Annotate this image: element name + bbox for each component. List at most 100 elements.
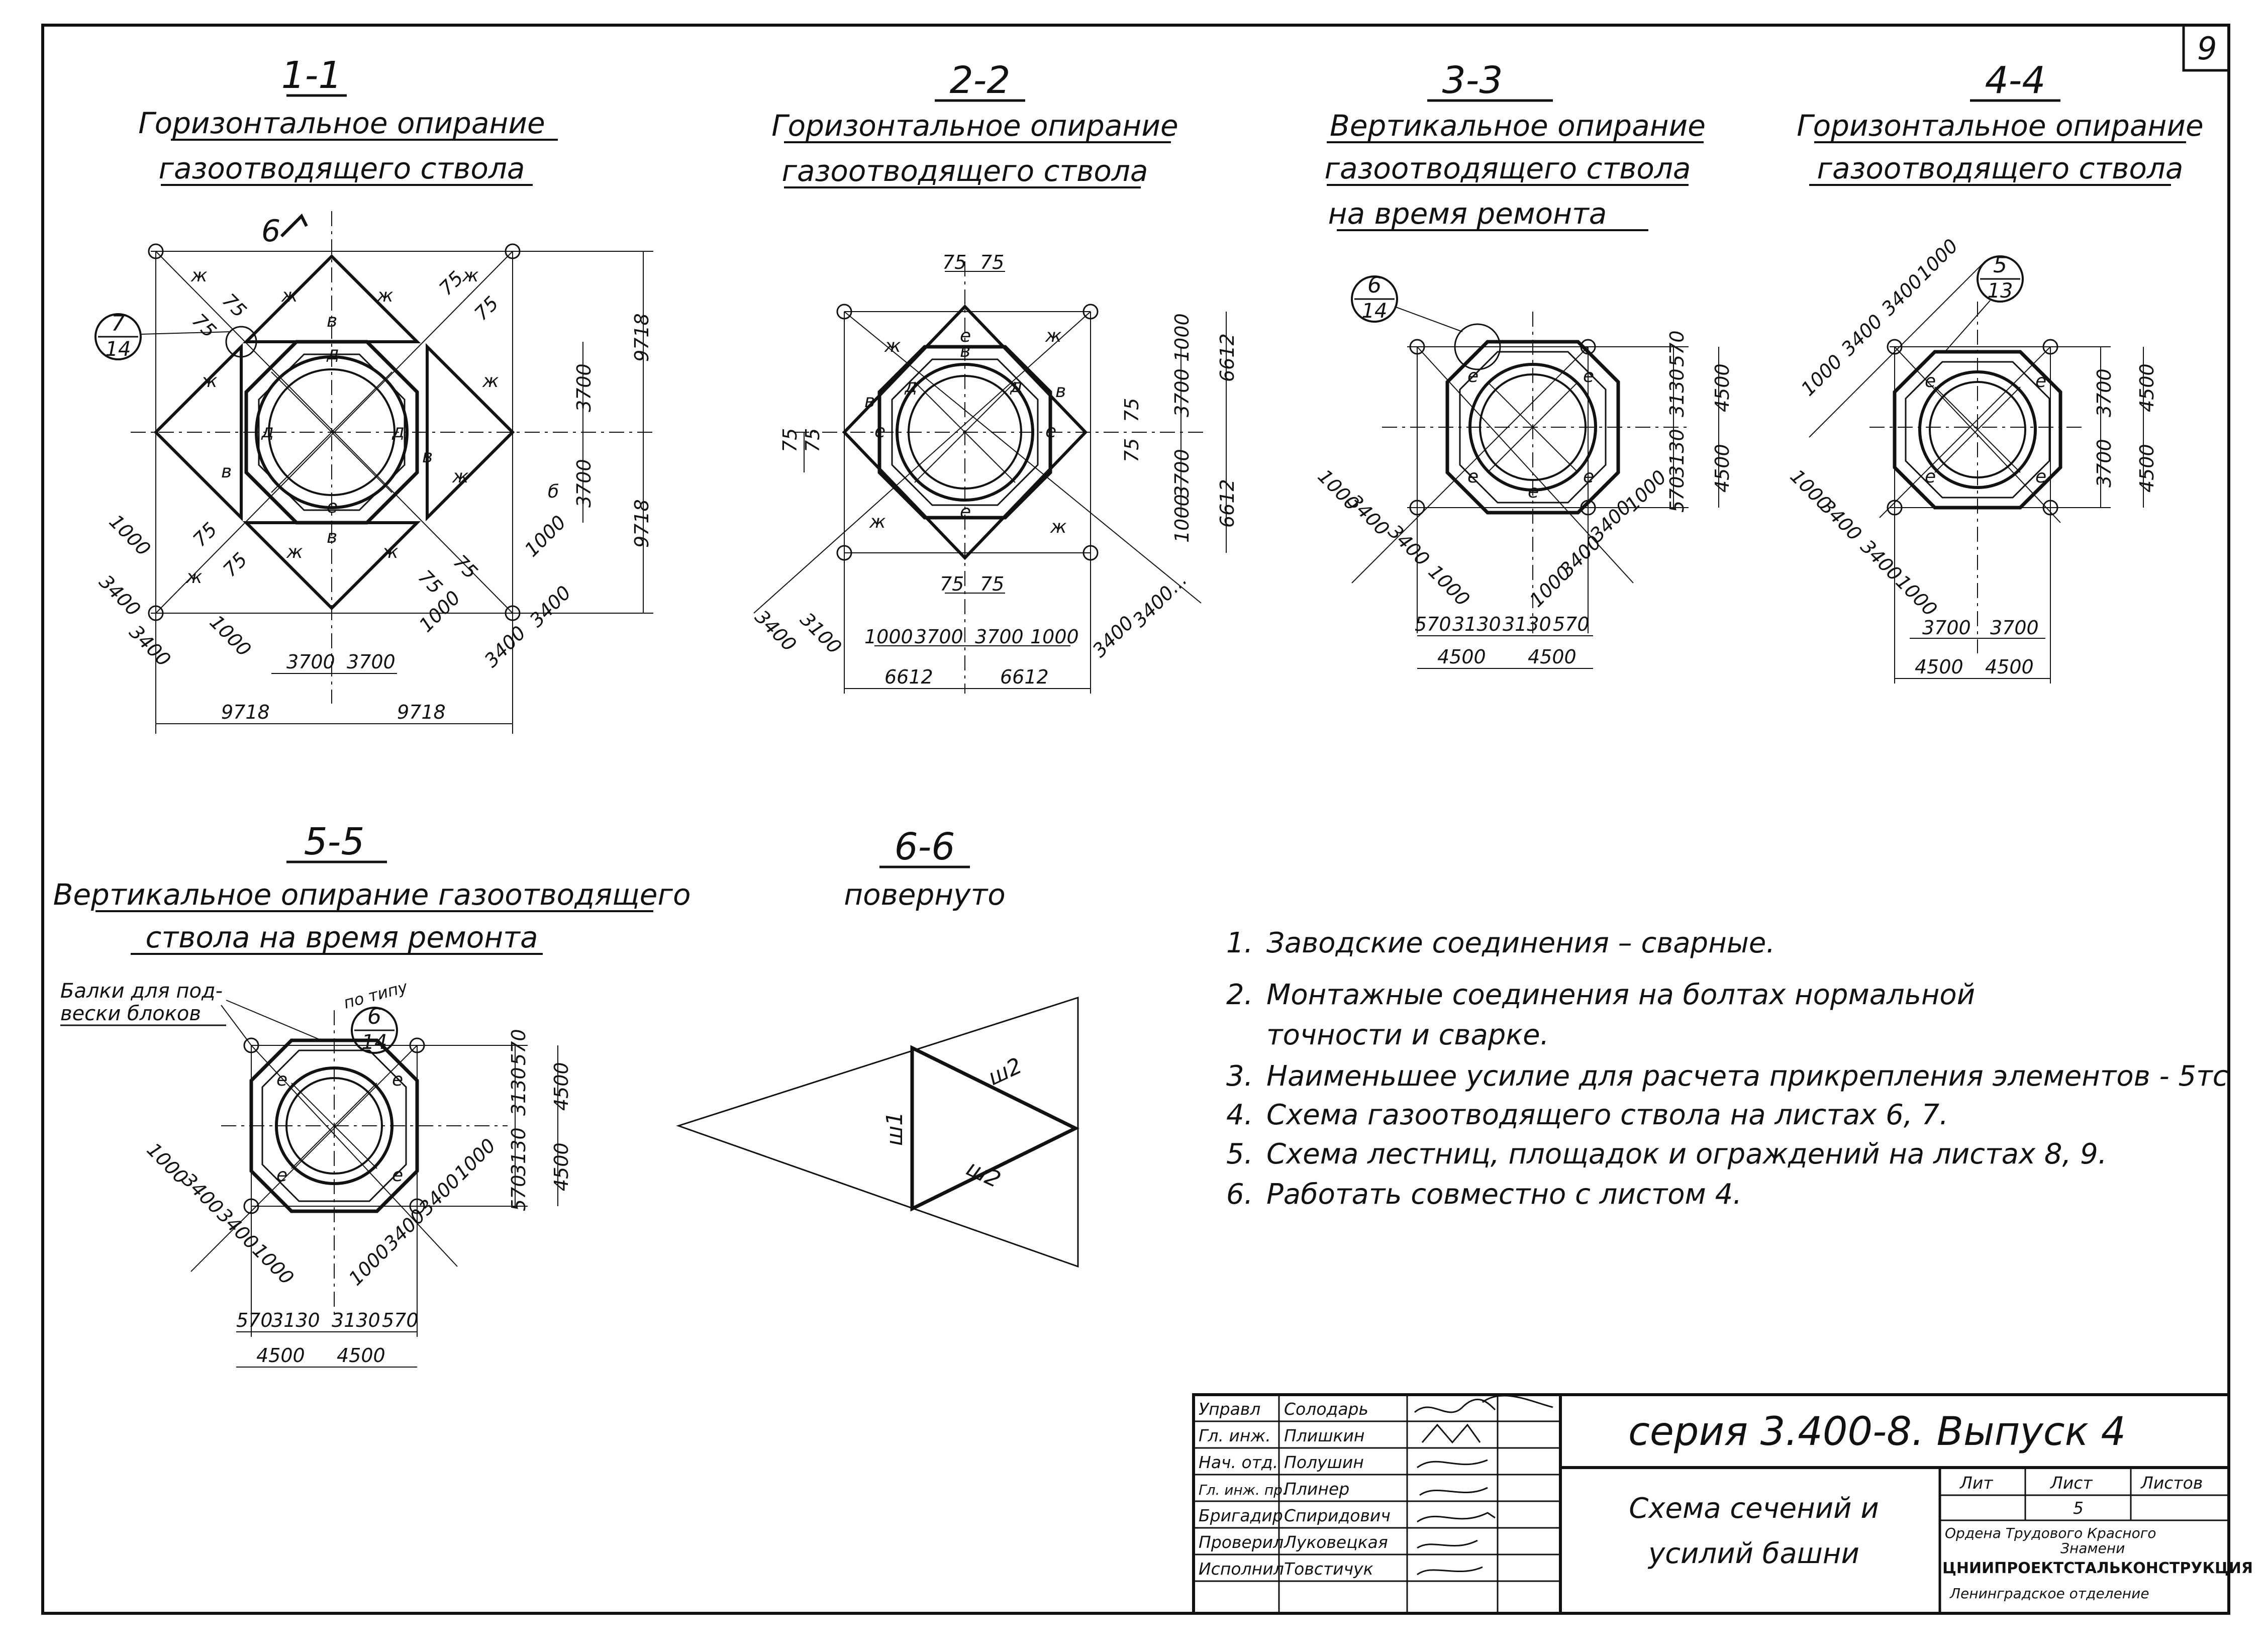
series-title: серия 3.400-8. Выпуск 4 bbox=[1628, 1409, 2126, 1454]
member-label-w1: ш1 bbox=[882, 1112, 908, 1146]
beam-callout: Балки для под- вески блоков bbox=[60, 980, 322, 1046]
plan-drawing bbox=[1809, 261, 2144, 684]
dimension-labels: 4500 4500 3700 3700 4500 4500 3700 3700 … bbox=[1786, 235, 2158, 678]
svg-text:9718: 9718 bbox=[397, 701, 446, 723]
svg-text:в: в bbox=[1055, 381, 1066, 402]
svg-text:в: в bbox=[422, 446, 433, 467]
section-3-3: 3-3 Вертикальное опирание газоотводящего… bbox=[1314, 59, 1733, 669]
svg-text:570: 570 bbox=[1666, 330, 1688, 367]
svg-text:4500: 4500 bbox=[2136, 444, 2158, 493]
svg-text:4500: 4500 bbox=[1711, 444, 1733, 493]
svg-text:е: е bbox=[960, 502, 971, 522]
member-label-w2: ш2 bbox=[962, 1155, 1004, 1193]
person-name: Спиридович bbox=[1284, 1506, 1391, 1525]
svg-text:75: 75 bbox=[802, 428, 824, 452]
svg-text:4500: 4500 bbox=[256, 1344, 305, 1367]
svg-text:3700: 3700 bbox=[2093, 439, 2115, 488]
plan-drawing bbox=[753, 261, 1227, 694]
svg-text:3700: 3700 bbox=[1922, 617, 1971, 639]
section-caption-line: ствола на время ремонта bbox=[145, 920, 538, 954]
svg-text:д: д bbox=[904, 376, 917, 397]
svg-text:в: в bbox=[864, 391, 875, 412]
svg-text:1000: 1000 bbox=[520, 511, 570, 561]
svg-text:ж: ж bbox=[452, 466, 469, 487]
section-title: 2-2 bbox=[950, 59, 1011, 102]
svg-text:ж: ж bbox=[376, 285, 393, 306]
svg-text:3700: 3700 bbox=[2093, 368, 2115, 417]
signatures bbox=[1414, 1395, 1553, 1576]
svg-text:б: б bbox=[548, 481, 559, 502]
svg-text:е: е bbox=[392, 1070, 403, 1090]
note-text: Монтажные соединения на болтах нормально… bbox=[1266, 979, 1975, 1011]
svg-text:3130: 3130 bbox=[1666, 368, 1688, 417]
note-text: Заводские соединения – сварные. bbox=[1266, 927, 1775, 959]
person-name: Плишкин bbox=[1284, 1426, 1365, 1445]
svg-text:в: в bbox=[960, 341, 970, 361]
organization-line: Знамени bbox=[2060, 1540, 2125, 1557]
svg-text:1000: 1000 bbox=[450, 1134, 500, 1185]
svg-text:3400: 3400 bbox=[1384, 520, 1434, 570]
svg-text:4500: 4500 bbox=[1711, 363, 1733, 412]
svg-text:570: 570 bbox=[236, 1309, 273, 1331]
section-title: 1-1 bbox=[281, 54, 342, 97]
svg-text:75: 75 bbox=[188, 309, 221, 342]
plan-drawing bbox=[131, 211, 653, 734]
section-caption-line: газоотводящего ствола bbox=[1817, 151, 2184, 185]
plan-drawing bbox=[1351, 312, 1719, 669]
svg-text:3700: 3700 bbox=[573, 363, 595, 412]
svg-text:75: 75 bbox=[219, 548, 251, 581]
role-label: Проверил bbox=[1199, 1532, 1284, 1552]
svg-text:в: в bbox=[327, 527, 337, 547]
svg-text:3100: 3100 bbox=[796, 608, 846, 658]
organization-line: ЦНИИПРОЕКТСТАЛЬКОНСТРУКЦИЯ bbox=[1942, 1560, 2253, 1577]
organization-line: Ленинградское отделение bbox=[1949, 1585, 2149, 1602]
svg-text:в: в bbox=[327, 311, 337, 331]
view-arrow-label: 6 bbox=[261, 214, 280, 249]
svg-text:е: е bbox=[1528, 481, 1539, 502]
document-title-line: Схема сечений и bbox=[1629, 1492, 1879, 1525]
section-caption-line: газоотводящего ствола bbox=[782, 154, 1148, 188]
person-name: Полушин bbox=[1284, 1452, 1364, 1472]
role-label: Гл. инж. пр. bbox=[1199, 1482, 1287, 1498]
note-number: 5. bbox=[1226, 1138, 1253, 1171]
note-number: 6. bbox=[1226, 1178, 1253, 1211]
approval-rows: Управл Солодарь Гл. инж. Плишкин Нач. от… bbox=[1199, 1399, 1391, 1579]
svg-text:е: е bbox=[1925, 371, 1936, 392]
svg-text:3400: 3400 bbox=[1344, 490, 1394, 540]
svg-text:570: 570 bbox=[1415, 613, 1451, 635]
svg-text:3700: 3700 bbox=[1990, 617, 2039, 639]
svg-text:е: е bbox=[2035, 371, 2046, 392]
title-block: Управл Солодарь Гл. инж. Плишкин Нач. от… bbox=[1192, 1393, 2253, 1615]
svg-text:3400: 3400 bbox=[1877, 270, 1927, 320]
svg-text:6612: 6612 bbox=[1216, 333, 1238, 382]
svg-text:ж: ж bbox=[381, 542, 399, 562]
section-6-6: 6-6 повернуто ш1 ш2 ш2 bbox=[676, 825, 1079, 1268]
svg-text:4500: 4500 bbox=[1915, 656, 1963, 678]
section-caption-line: Горизонтальное опирание bbox=[771, 109, 1178, 143]
sheet-frame bbox=[41, 24, 2230, 1615]
svg-text:75: 75 bbox=[470, 292, 503, 325]
svg-text:9718: 9718 bbox=[221, 701, 270, 723]
svg-text:1000: 1000 bbox=[1797, 350, 1847, 401]
ref-numerator: 7 bbox=[111, 311, 125, 336]
sheet-label: Лист bbox=[2050, 1473, 2093, 1493]
svg-text:1000: 1000 bbox=[1912, 235, 1962, 285]
svg-text:570: 570 bbox=[1666, 476, 1688, 513]
svg-text:3700: 3700 bbox=[286, 651, 335, 673]
document-title-line: усилий башни bbox=[1647, 1537, 1859, 1570]
svg-text:е: е bbox=[2035, 466, 2046, 487]
svg-text:е: е bbox=[1583, 466, 1594, 487]
svg-text:е: е bbox=[1467, 466, 1478, 487]
svg-text:3700: 3700 bbox=[1171, 449, 1193, 498]
section-title: 6-6 bbox=[895, 825, 955, 868]
general-notes: 1. Заводские соединения – сварные. 2. Мо… bbox=[1226, 927, 2228, 1211]
svg-text:570: 570 bbox=[382, 1309, 419, 1331]
svg-text:е: е bbox=[874, 421, 885, 442]
svg-text:3130: 3130 bbox=[508, 1127, 530, 1176]
section-caption-line: газоотводящего ствола bbox=[1325, 151, 1691, 185]
svg-text:ж: ж bbox=[1050, 517, 1067, 537]
svg-text:3130: 3130 bbox=[332, 1309, 380, 1331]
note-text: Наименьшее усилие для расчета прикреплен… bbox=[1266, 1060, 2228, 1093]
svg-text:е: е bbox=[392, 1165, 403, 1186]
svg-text:3400...: 3400... bbox=[1128, 568, 1191, 631]
